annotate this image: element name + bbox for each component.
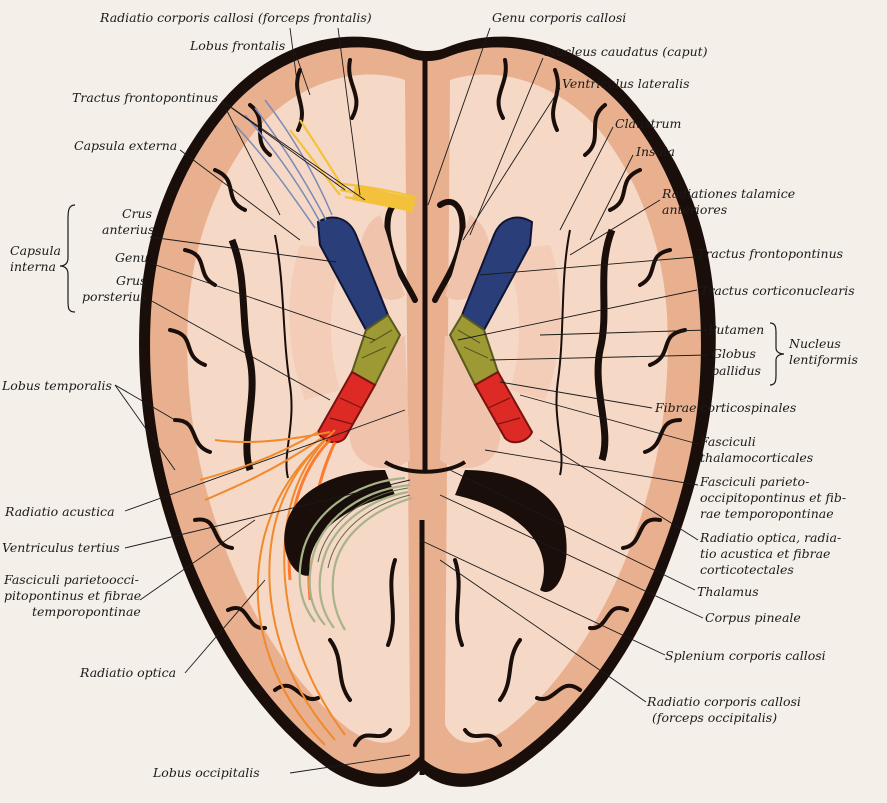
capsule-olive-stripes bbox=[361, 329, 489, 359]
label-tractus-frontopontinus-left: Tractus frontopontinus bbox=[72, 90, 218, 105]
label-tractus-frontopontinus-right: Tractus frontopontinus bbox=[697, 246, 843, 261]
label-capsula-interna-1: Capsula bbox=[10, 243, 61, 258]
label-corpus-pineale: Corpus pineale bbox=[705, 610, 801, 625]
label-radiatio-optica-left: Radiatio optica bbox=[79, 665, 176, 680]
label-radiatio-frontalis: Radiatio corporis callosi (forceps front… bbox=[99, 10, 372, 25]
label-radiatio-occipitalis-1: Radiatio corporis callosi bbox=[646, 694, 801, 709]
label-genu: Genu bbox=[115, 250, 148, 265]
label-globus-1: Globus bbox=[712, 346, 756, 361]
claustrum-right bbox=[555, 229, 571, 476]
sulci-right bbox=[463, 58, 687, 747]
forceps-frontalis-band bbox=[352, 185, 415, 212]
thalamus-left bbox=[349, 335, 410, 469]
label-radiatio-occipitalis-2: (forceps occipitalis) bbox=[652, 710, 777, 725]
green-fibers-dark bbox=[317, 487, 411, 569]
ventricle-horn-right bbox=[432, 198, 466, 303]
label-fibrae-corticospinales: Fibrae corticospinales bbox=[654, 400, 796, 415]
label-fasc-parieto-left-3: temporopontinae bbox=[32, 604, 141, 619]
label-radiationes-talamice-1: Radiationes talamice bbox=[661, 186, 795, 201]
label-ventriculus-tertius: Ventriculus tertius bbox=[2, 540, 120, 555]
label-fasc-parieto-right-2: occipitopontinus et fib- bbox=[700, 490, 846, 505]
frontopontine-fibers bbox=[234, 99, 333, 229]
sulci-left bbox=[168, 58, 392, 747]
label-crus-posterius-1: Grus bbox=[116, 273, 146, 288]
label-tractus-corticonuclearis: Tractus corticonuclearis bbox=[700, 283, 855, 298]
posterior-horn-right bbox=[455, 470, 567, 592]
label-genu-cc: Genu corporis callosi bbox=[492, 10, 626, 25]
label-radiatio-optica-right-1: Radiatio optica, radia- bbox=[699, 530, 841, 545]
capsule-posterior-right bbox=[473, 370, 534, 444]
label-insula: Insula bbox=[635, 144, 675, 159]
label-crus-anterius-1: Crus bbox=[122, 206, 152, 221]
label-crus-anterius-2: anterius bbox=[102, 222, 154, 237]
capsule-red-stripes bbox=[329, 397, 521, 425]
label-nucleus-lentiformis-2: lentiformis bbox=[789, 352, 858, 367]
label-lobus-frontalis: Lobus frontalis bbox=[189, 38, 285, 53]
label-fasciculi-thal-2: thalamocorticales bbox=[700, 450, 813, 465]
label-capsula-externa: Capsula externa bbox=[74, 138, 177, 153]
labels: Radiatio corporis callosi (forceps front… bbox=[1, 10, 858, 780]
lateral-sulcus-left bbox=[228, 238, 256, 472]
label-capsula-interna-2: interna bbox=[10, 259, 56, 274]
occipital-sulci bbox=[328, 558, 522, 702]
claustrum-left bbox=[274, 234, 293, 479]
label-lobus-occipitalis: Lobus occipitalis bbox=[152, 765, 260, 780]
label-nucleus-caudatus: Nucleus caudatus (caput) bbox=[544, 44, 708, 59]
label-lobus-temporalis: Lobus temporalis bbox=[1, 378, 112, 393]
putamen-right bbox=[505, 245, 561, 400]
label-claustrum: Claustrum bbox=[615, 116, 681, 131]
third-ventricle-base bbox=[383, 460, 467, 474]
label-thalamus: Thalamus bbox=[697, 584, 759, 599]
label-splenium: Splenium corporis callosi bbox=[665, 648, 826, 663]
label-fasc-parieto-right-1: Fasciculi parieto- bbox=[699, 474, 809, 489]
label-radiatio-acustica: Radiatio acustica bbox=[4, 504, 115, 519]
putamen-left bbox=[289, 245, 345, 400]
thalamus-right bbox=[440, 335, 501, 469]
label-fasc-parieto-right-3: rae temporopontinae bbox=[700, 506, 834, 521]
label-ventriculus-lateralis: Ventriculus lateralis bbox=[562, 76, 690, 91]
label-radiationes-talamice-2: anteriores bbox=[662, 202, 727, 217]
label-fasciculi-thal-1: Fasciculi bbox=[699, 434, 756, 449]
label-radiatio-optica-right-3: corticotectales bbox=[700, 562, 794, 577]
label-radiatio-optica-right-2: tio acustica et fibrae bbox=[700, 546, 830, 561]
label-crus-posterius-2: porsterius bbox=[82, 289, 147, 304]
label-nucleus-lentiformis-1: Nucleus bbox=[788, 336, 841, 351]
label-globus-2: pallidus bbox=[711, 363, 761, 378]
optic-radiation-left bbox=[199, 429, 346, 746]
nucleus-lentiformis-brace bbox=[769, 322, 785, 386]
leader-lines bbox=[114, 27, 708, 774]
green-fibers bbox=[298, 476, 413, 631]
capsula-interna-brace bbox=[59, 204, 76, 313]
label-fasc-parieto-left-2: pitopontinus et fibrae bbox=[4, 588, 141, 603]
label-fasc-parieto-left-1: Fasciculi parietoocci- bbox=[3, 572, 139, 587]
brain-section bbox=[139, 36, 716, 787]
label-putamen: Putamen bbox=[707, 322, 764, 337]
